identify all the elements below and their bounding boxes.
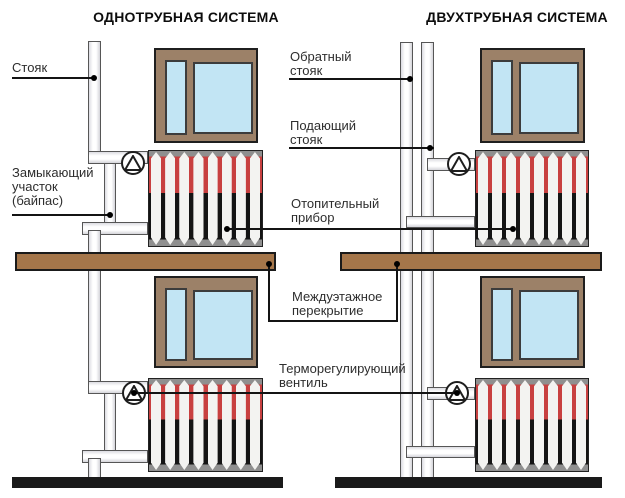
radiator-sections [478,152,586,245]
bracket-line-slab-right [396,264,398,322]
window-lower-left [154,276,258,368]
leader-dot [131,390,137,396]
radiator-upper-right [475,150,589,247]
ground-floor-left [12,477,283,488]
leader-dot [224,226,230,232]
label-supply-riser: Подающий стояк [290,118,357,147]
window-pane [491,60,513,135]
leader-dot [266,261,272,267]
leader-dot [427,145,433,151]
window-lower-right [480,276,585,368]
radiator-sections [151,152,260,245]
bracket-line-slab-left [268,264,270,322]
leader-dot [107,212,113,218]
pipe-riser-left-mid [88,230,101,254]
leader-line-bypass [12,214,110,216]
radiator-sections [151,380,260,470]
triangle-icon [450,156,468,172]
window-pane [519,62,579,134]
label-return-riser: Обратный стояк [290,49,352,78]
window-pane [193,290,253,360]
leader-line-thermo-valve [134,392,458,394]
leader-dot [407,76,413,82]
floor-slab-left [15,252,276,271]
leader-dot [394,261,400,267]
pipe-return-right-upper [406,216,475,228]
label-floor-slab: Междуэтажное перекрытие [292,289,383,318]
leader-line-supply-riser [289,147,434,149]
floor-slab-right [340,252,602,271]
ground-floor-right [335,477,602,488]
two-pipe-system-title: ДВУХТРУБНАЯ СИСТЕМА [426,9,608,25]
label-thermo-valve: Терморегулирующий вентиль [279,361,406,390]
window-pane [519,290,579,360]
valve-icon [121,151,145,175]
leader-dot [91,75,97,81]
radiator-sections [478,380,586,470]
leader-line-heating-device [227,228,514,230]
leader-line-return-riser [289,78,413,80]
triangle-icon [124,155,142,171]
window-pane [491,288,513,361]
label-heating-device: Отопительный прибор [291,196,380,225]
label-bypass: Замыкающий участок (байпас) [12,165,94,208]
window-pane [193,62,253,134]
window-upper-right [480,48,585,143]
pipe-bypass-lower [104,388,116,454]
pipe-riser-left-upper [88,41,101,157]
label-riser: Стояк [12,60,48,75]
pipe-return-right-lower [406,446,475,458]
radiator-upper-left [148,150,263,247]
bracket-line-slab [269,320,398,322]
window-pane [165,288,187,361]
leader-dot [454,390,460,396]
valve-icon [447,152,471,176]
window-upper-left [154,48,258,143]
pipe-riser-left-bottom [88,458,101,479]
radiator-lower-right [475,378,589,472]
leader-line-riser [12,77,94,79]
window-pane [165,60,187,135]
leader-dot [510,226,516,232]
single-pipe-system-title: ОДНОТРУБНАЯ СИСТЕМА [93,9,279,25]
pipe-riser-left-lower [88,268,101,388]
